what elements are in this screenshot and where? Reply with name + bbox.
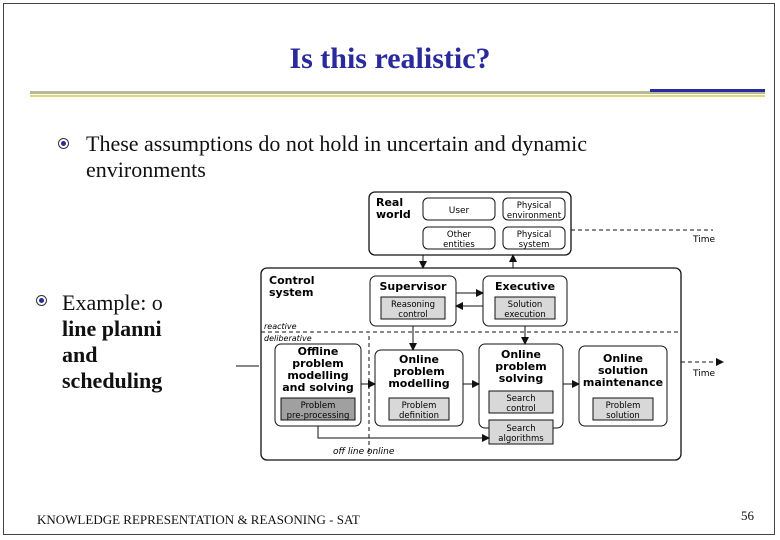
problem-solution-box	[592, 397, 654, 421]
reasoning-label-2: control	[398, 310, 427, 320]
offline-online-label: off line online	[333, 447, 395, 457]
physical-system-label-1: Physical	[517, 230, 552, 240]
offline-label-1: Offline	[298, 345, 339, 358]
arrow-pre-to-algorithms	[317, 426, 490, 442]
opm-label-2: problem	[393, 365, 444, 378]
reasoning-control-box	[380, 296, 446, 320]
offline-label-4: and solving	[282, 381, 353, 394]
opm-label-1: Online	[399, 353, 439, 366]
ops-label-2: problem	[495, 360, 546, 373]
solution-execution-box	[494, 296, 556, 320]
pre-label-2: pre-processing	[287, 411, 350, 421]
bullet-1: These assumptions do not hold in uncerta…	[86, 131, 726, 183]
user-label: User	[449, 206, 470, 216]
other-entities-box	[422, 226, 496, 250]
osm-label-2: solution	[598, 364, 648, 377]
reactive-label: reactive	[264, 322, 297, 331]
supervisor-label: Supervisor	[380, 280, 448, 293]
other-entities-label-2: entities	[443, 240, 475, 250]
search-algorithms-box	[488, 419, 554, 445]
bullet-1-line-1: These assumptions do not hold in uncerta…	[86, 131, 588, 156]
physical-environment-box	[502, 197, 566, 221]
deliberative-label: deliberative	[264, 334, 312, 343]
bullet-2-line-1: Example: o	[62, 290, 182, 316]
real-world-label-2: world	[376, 208, 411, 221]
bullet-2-line-1-text: Example: o	[62, 290, 163, 315]
osm-label-1: Online	[603, 352, 643, 365]
time-label-bottom: Time	[692, 369, 715, 379]
opm-label-3: modelling	[388, 377, 449, 390]
physical-system-label-2: system	[519, 240, 550, 250]
reasoning-label-1: Reasoning	[391, 300, 435, 310]
control-label-2: system	[269, 286, 313, 299]
footer-text: KNOWLEDGE REPRESENTATION & REASONING - S…	[37, 512, 360, 527]
diagram-background	[183, 188, 747, 470]
architecture-diagram: Real world User Physical environment Oth…	[183, 188, 747, 470]
ops-label-1: Online	[501, 348, 541, 361]
problem-definition-box	[388, 397, 450, 421]
user-box	[422, 197, 496, 221]
real-world-box	[368, 191, 572, 256]
bullet-2-line-2: line planni	[62, 316, 162, 341]
slide-title: Is this realistic?	[289, 42, 491, 75]
search-control-box	[488, 390, 554, 414]
pre-processing-box	[280, 397, 356, 421]
title-underline	[30, 91, 765, 94]
real-world-label-1: Real	[376, 196, 403, 209]
bullet-2-line-3: and	[62, 342, 98, 367]
physical-system-box	[502, 226, 566, 250]
sc-label-2: control	[506, 404, 535, 414]
ps-label-2: solution	[606, 411, 640, 421]
physical-env-label-1: Physical	[517, 201, 552, 211]
bullet-2-line-4: scheduling	[62, 368, 163, 393]
bullet-dot-1	[58, 138, 69, 149]
ops-label-3: solving	[499, 372, 544, 385]
title-underline-accent	[650, 89, 765, 92]
offline-label-2: problem	[292, 357, 343, 370]
physical-env-label-2: environment	[507, 211, 562, 221]
control-label-1: Control	[269, 274, 314, 287]
page-number: 56	[741, 508, 754, 523]
solution-label-1: Solution	[508, 300, 543, 310]
time-label-top: Time	[692, 235, 715, 245]
osm-label-3: maintenance	[583, 376, 663, 389]
sa-label-1: Search	[506, 424, 535, 434]
ps-label-1: Problem	[606, 401, 641, 411]
title-underline-yellow	[30, 95, 765, 97]
sa-label-2: algorithms	[498, 434, 544, 444]
executive-label: Executive	[495, 280, 555, 293]
sc-label-1: Search	[506, 394, 535, 404]
bullet-dot-2	[36, 295, 47, 306]
solution-label-2: execution	[504, 310, 545, 320]
pre-label-1: Problem	[301, 401, 336, 411]
offline-label-3: modelling	[287, 369, 348, 382]
other-entities-label-1: Other	[447, 230, 472, 240]
def-label-2: definition	[399, 411, 439, 421]
control-system-box	[260, 267, 682, 461]
online-modelling-box	[374, 349, 464, 427]
bullet-2: Example: o line planni and scheduling	[62, 290, 182, 394]
def-label-1: Problem	[402, 401, 437, 411]
bullet-1-line-2: environments	[86, 157, 206, 182]
slide-frame	[3, 3, 775, 535]
